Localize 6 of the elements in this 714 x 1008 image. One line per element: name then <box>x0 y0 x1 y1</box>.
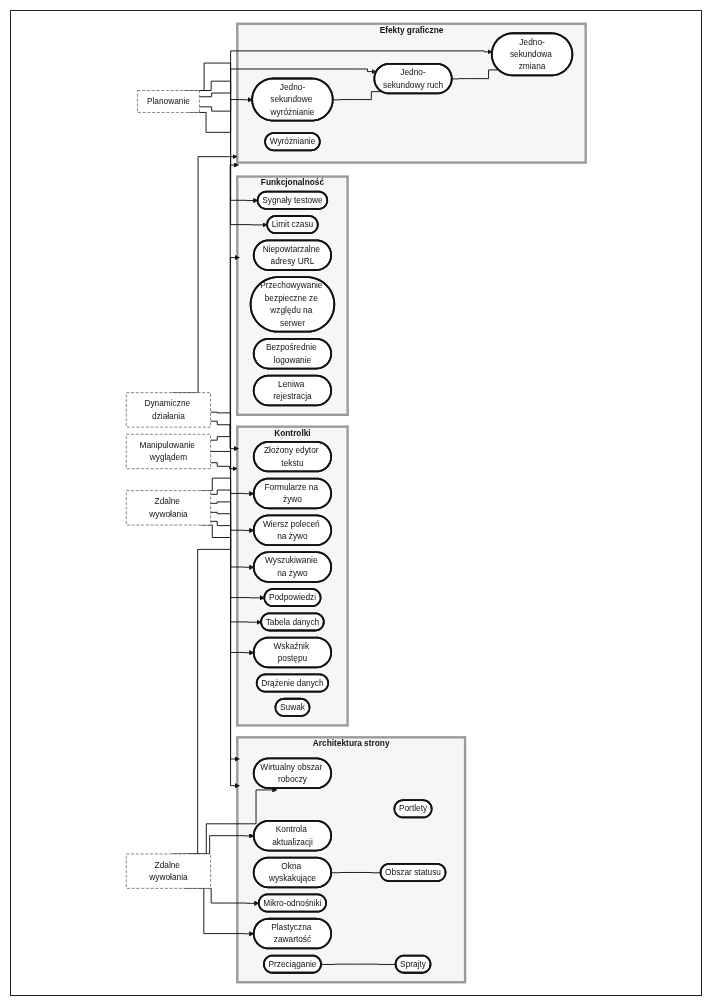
node-box: Zdalne wywołania <box>125 490 211 526</box>
node-box: Manipulowanie wyglądem <box>125 433 211 469</box>
node-box: Planowanie <box>137 90 200 113</box>
connector <box>332 91 383 101</box>
node-box: Zdalne wywołania <box>125 853 211 889</box>
node-box: Dynamiczne działania <box>125 392 211 428</box>
